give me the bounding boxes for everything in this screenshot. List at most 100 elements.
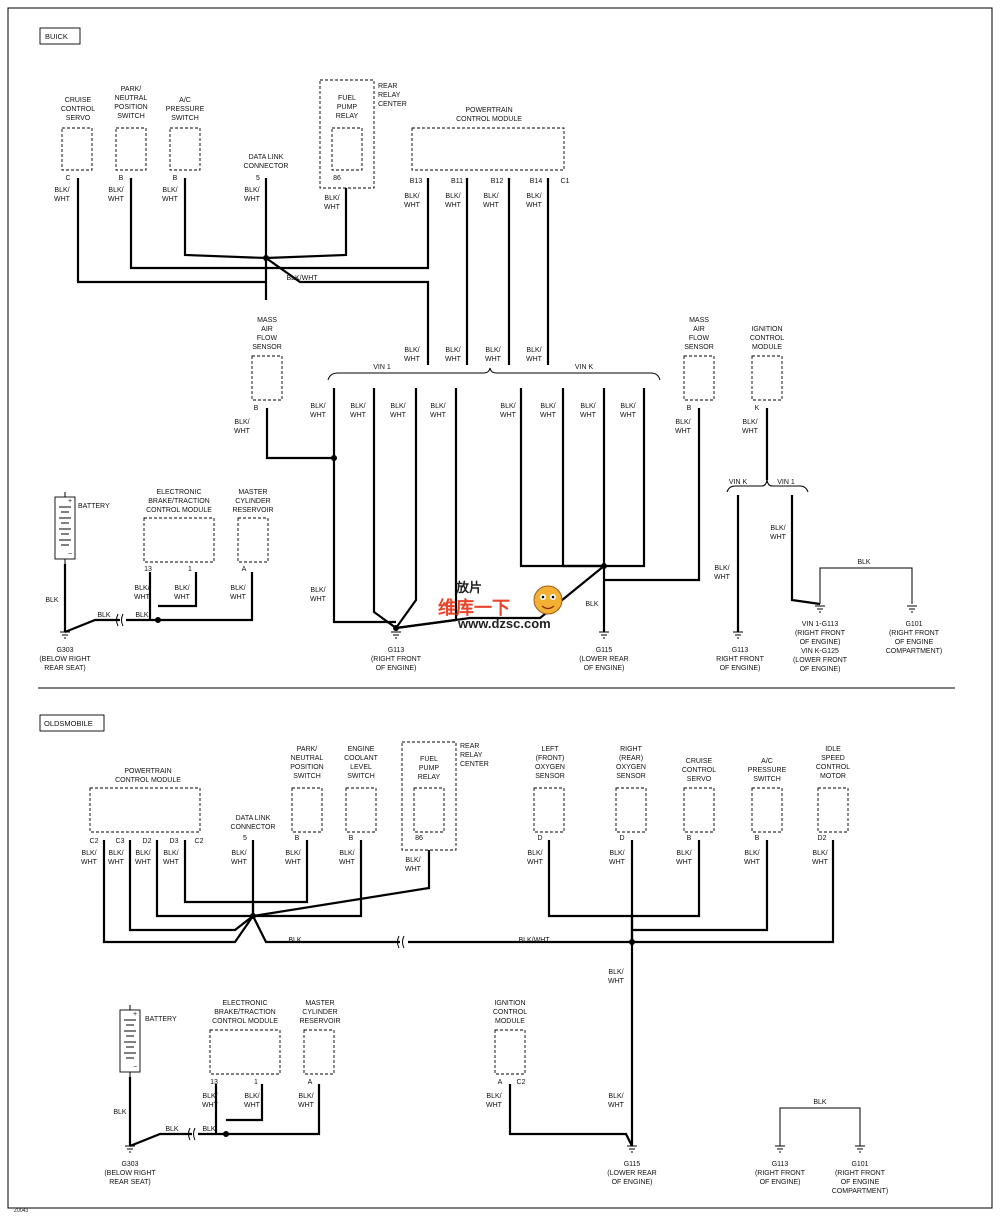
vin-label: VIN 1	[777, 479, 795, 486]
rear-relay-center	[401, 741, 457, 851]
wire-label: BLK	[165, 1126, 179, 1133]
wire-label: BLK/WHT	[339, 850, 356, 866]
pin: 86	[333, 175, 341, 182]
pin: B	[349, 835, 354, 842]
svg-text:BUICK: BUICK	[45, 32, 68, 41]
wire-label: BLK/WHT	[770, 525, 787, 541]
wire-label: BLK/WHT	[324, 195, 341, 211]
buick-diagram: + −	[54, 79, 917, 639]
cruise-control-servo	[683, 787, 715, 833]
battery-label: BATTERY	[145, 1016, 177, 1023]
pin: C2	[195, 838, 204, 845]
wire-label: BLK/WHT	[162, 187, 179, 203]
battery-icon: + −	[119, 1005, 141, 1077]
idle-speed-control-motor	[817, 787, 849, 833]
oldsmobile-section-label: OLDSMOBILE	[39, 714, 105, 732]
wire-label: BLK/WHT	[742, 419, 759, 435]
pin: D	[619, 835, 624, 842]
pin: K	[755, 405, 760, 412]
pin: B	[173, 175, 178, 182]
ebtcm	[209, 1029, 281, 1075]
pin: A	[308, 1079, 313, 1086]
vin-label: VIN 1	[373, 364, 391, 371]
pin: D	[537, 835, 542, 842]
wire-label: BLK/WHT	[390, 403, 407, 419]
pin: C2	[517, 1079, 526, 1086]
battery-icon: + −	[54, 492, 76, 564]
wire-label: BLK/WHT	[483, 193, 500, 209]
park-neutral-switch	[291, 787, 323, 833]
wire-label: BLK/WHT	[81, 850, 98, 866]
pin: B14	[530, 178, 543, 185]
wire-label: BLK/WHT	[608, 969, 625, 985]
cruise-control-servo	[61, 127, 93, 171]
wire-label: BLK/WHT	[310, 587, 327, 603]
pin: C3	[116, 838, 125, 845]
vin-label: VIN K	[729, 479, 748, 486]
wire-label: BLK/WHT	[540, 403, 557, 419]
svg-text:OLDSMOBILE: OLDSMOBILE	[44, 719, 93, 728]
wire-label: BLK/WHT	[350, 403, 367, 419]
wire-label: BLK/WHT	[744, 850, 761, 866]
wire-label: BLK/WHT	[234, 419, 251, 435]
pin: 5	[256, 175, 260, 182]
vin-label: VIN K	[575, 364, 594, 371]
vin-bracket	[327, 367, 661, 381]
pin: B11	[451, 178, 463, 185]
pin: C2	[90, 838, 99, 845]
wire-label: BLK/WHT	[108, 850, 125, 866]
wire-label: BLK/WHT	[163, 850, 180, 866]
rear-relay-center	[319, 79, 375, 189]
wire-label: BLK/WHT	[310, 403, 327, 419]
pin: A	[498, 1079, 503, 1086]
figure-code: Z0043	[14, 1208, 28, 1214]
wire-label: BLK	[857, 559, 871, 566]
pin: B12	[491, 178, 504, 185]
pin: 1	[254, 1079, 258, 1086]
wire-label: BLK/WHT	[526, 347, 543, 363]
wire-label: BLK/WHT	[404, 347, 421, 363]
wire-label: BLK/WHT	[608, 1093, 625, 1109]
powertrain-control-module	[89, 787, 201, 833]
wire-label: BLK/WHT	[231, 850, 248, 866]
wire-label: BLK/WHT	[134, 585, 151, 601]
ignition-control-module	[751, 355, 783, 401]
pin: B	[295, 835, 300, 842]
engine-coolant-level-switch	[345, 787, 377, 833]
wire-label: BLK	[97, 612, 111, 619]
wire-label: BLK/WHT	[714, 565, 731, 581]
ground-icon	[627, 1145, 637, 1153]
watermark-brand: 维库一下	[438, 597, 510, 618]
ground-icon	[599, 631, 609, 639]
wire-label: BLK/WHT	[620, 403, 637, 419]
watermark-url: www.dzsc.com	[457, 616, 551, 631]
wire-label: BLK/WHT	[244, 1093, 261, 1109]
powertrain-control-module	[411, 127, 565, 171]
ac-pressure-switch	[751, 787, 783, 833]
wire-label: BLK	[585, 601, 599, 608]
pin: D3	[170, 838, 179, 845]
fuel-pump-relay	[331, 127, 363, 171]
wire-label: BLK/WHT	[286, 275, 318, 282]
